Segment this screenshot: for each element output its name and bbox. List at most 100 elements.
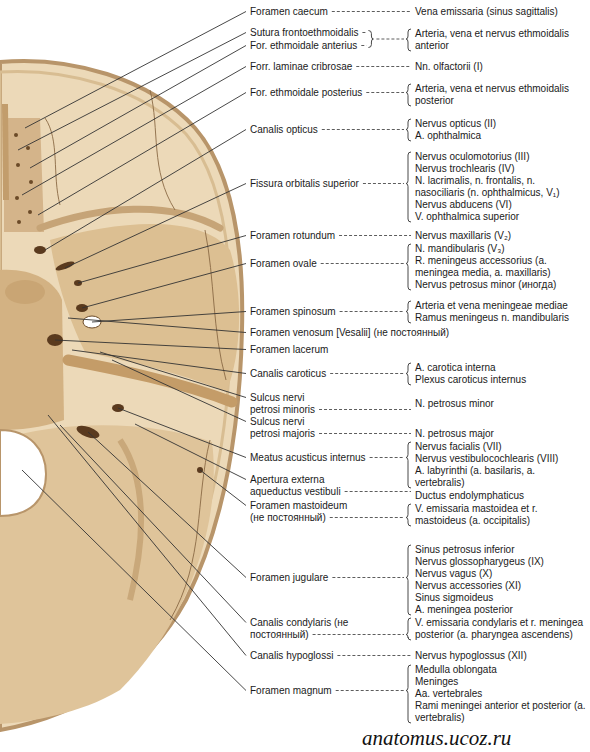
label-box: Nervus petrosus minor (иногда) (415, 279, 587, 291)
dash-line (336, 690, 404, 691)
sella-turcica (5, 280, 45, 304)
cribriform-hole (26, 146, 30, 150)
label-box: Meninges (415, 676, 587, 688)
dash-line (319, 409, 411, 410)
content-label: Sinus sigmoideus (415, 592, 493, 603)
cribriform-hole (29, 180, 33, 184)
leader-line (48, 415, 246, 656)
content-label: Nervus abducens (VI) (415, 199, 512, 210)
content-label: Vena emissaria (sinus sagittalis) (415, 6, 558, 17)
label-box: Foramen mastoideum (не постоянный) (250, 500, 360, 524)
label-box: Canalis opticus (250, 124, 410, 136)
leader-line (92, 312, 246, 323)
content-label: N. lacrimalis, n. frontalis, n. nasocili… (415, 175, 560, 198)
cribriform-hole (16, 163, 20, 167)
content-label: Nervus accessories (XI) (415, 580, 521, 591)
label-box: V. ophthalmica superior (415, 211, 587, 223)
content-label: Ductus endolymphaticus (415, 490, 524, 501)
leader-line (88, 432, 246, 578)
label-box: Nn. olfactorii (I) (415, 61, 587, 73)
grouping-brace (406, 618, 411, 640)
label-box: Nervus oculomotorius (III) (415, 151, 587, 163)
foramen-label: Foramen venosum [Vesalii] (не постоянный… (250, 327, 449, 338)
grouping-brace (406, 84, 411, 106)
suture-line (150, 90, 175, 210)
label-box: Canalis hypoglossi (250, 650, 410, 662)
content-label: A. carotica interna (415, 362, 496, 373)
content-label: Nervus hypoglossus (XII) (415, 650, 527, 661)
label-box: anatomus.ucoz.ru (362, 726, 511, 750)
label-box: Foramen spinosum (250, 306, 410, 318)
label-box: Nervus hypoglossus (XII) (415, 650, 587, 662)
dash-line (339, 235, 411, 236)
dash-line (366, 92, 404, 93)
label-box: Ductus endolymphaticus (415, 490, 587, 502)
label-box: Meatus acusticus internus (250, 452, 410, 464)
label-box: Vena emissaria (sinus sagittalis) (415, 6, 587, 18)
label-box: N. mandibularis (V₃) (415, 243, 587, 255)
leader-line (45, 130, 246, 251)
dash-line (313, 634, 404, 635)
label-box: Nervus trochlearis (IV) (415, 163, 587, 175)
grouping-brace (406, 301, 411, 323)
label-box: Sinus sigmoideus (415, 592, 587, 604)
grouping-brace (406, 152, 411, 222)
foramen-label: Foramen lacerum (250, 344, 328, 355)
crista-galli (2, 104, 9, 200)
label-box: Sulcus nervi petrosi minoris (250, 392, 330, 416)
dash-line (361, 45, 366, 46)
foramen-label: Apertura externa aqueductus vestibuli (250, 474, 341, 497)
content-label: V. emissaria mastoidea et r. mastoideus … (415, 503, 537, 526)
label-box: N. petrosus major (415, 428, 587, 440)
label-box: Arteria et vena meningeae mediae (415, 300, 587, 312)
foramen-label: Foramen spinosum (250, 306, 336, 317)
content-label: V. emissaria condylaris et r. meningea p… (415, 617, 583, 640)
leader-line (30, 46, 246, 169)
label-box: Foramen jugulare (250, 572, 410, 584)
dash-line (322, 129, 404, 130)
cribriform-hole (15, 196, 19, 200)
foramen-label: Foramen magnum (250, 685, 332, 696)
content-label: Medulla oblongata (415, 664, 497, 675)
label-box: R. meningeus accessorius (a. meningea me… (415, 255, 587, 279)
label-box: Rami meningei anterior et posterior (a. … (415, 700, 587, 724)
foramen-label: Foramen caecum (250, 6, 328, 17)
dash-line (363, 183, 404, 184)
content-label: Nervus glossopharygeus (IX) (415, 556, 544, 567)
foramen-label: Foramen rotundum (250, 230, 335, 241)
label-box: Foramen rotundum (250, 230, 410, 242)
leader-line (38, 93, 246, 216)
label-box: Arteria, vena et nervus ethmoidalis post… (415, 83, 587, 107)
label-box: A. labyrinthi (a. basilaris, a. vertebra… (415, 465, 587, 489)
label-box: For. ethmoidale anterius (250, 40, 410, 52)
lesser-wing-ridge (40, 209, 220, 228)
content-label: Plexus caroticus internus (415, 374, 526, 385)
content-label: Meninges (415, 676, 458, 687)
foramen-label: Sulcus nervi petrosi majoris (250, 416, 315, 439)
label-box: Sulcus nervi petrosi majoris (250, 416, 330, 440)
cribriform-hole (14, 133, 18, 137)
content-label: Nervus maxillaris (V₂) (415, 230, 511, 241)
suture-line (205, 230, 226, 380)
leader-line (25, 12, 246, 129)
label-box: Forr. laminae cribrosae (250, 61, 410, 73)
cribriform-hole (28, 210, 32, 214)
label-box: Nervus vestibulocochlearis (VIII) (415, 453, 587, 465)
content-label: R. meningeus accessorius (a. meningea me… (415, 255, 551, 278)
optic-canal (34, 246, 46, 254)
content-label: A. labyrinthi (a. basilaris, a. vertebra… (415, 465, 535, 488)
grouping-brace (406, 363, 411, 385)
foramen-label: Forr. laminae cribrosae (250, 61, 352, 72)
foramen-label: For. ethmoidale anterius (250, 40, 357, 51)
content-label: N. petrosus major (415, 428, 494, 439)
content-label: V. ophthalmica superior (415, 211, 519, 222)
content-label: Ramus meningeus n. mandibularis (415, 312, 569, 323)
petrous-ridge (68, 360, 232, 402)
label-box: N. lacrimalis, n. frontalis, n. nasocili… (415, 175, 587, 199)
label-box: V. emissaria mastoidea et r. mastoideus … (415, 503, 587, 527)
dash-line (332, 577, 404, 578)
grouping-brace (406, 442, 411, 488)
label-box: Foramen ovale (250, 258, 410, 270)
content-label: Nervus facialis (VII) (415, 441, 502, 452)
